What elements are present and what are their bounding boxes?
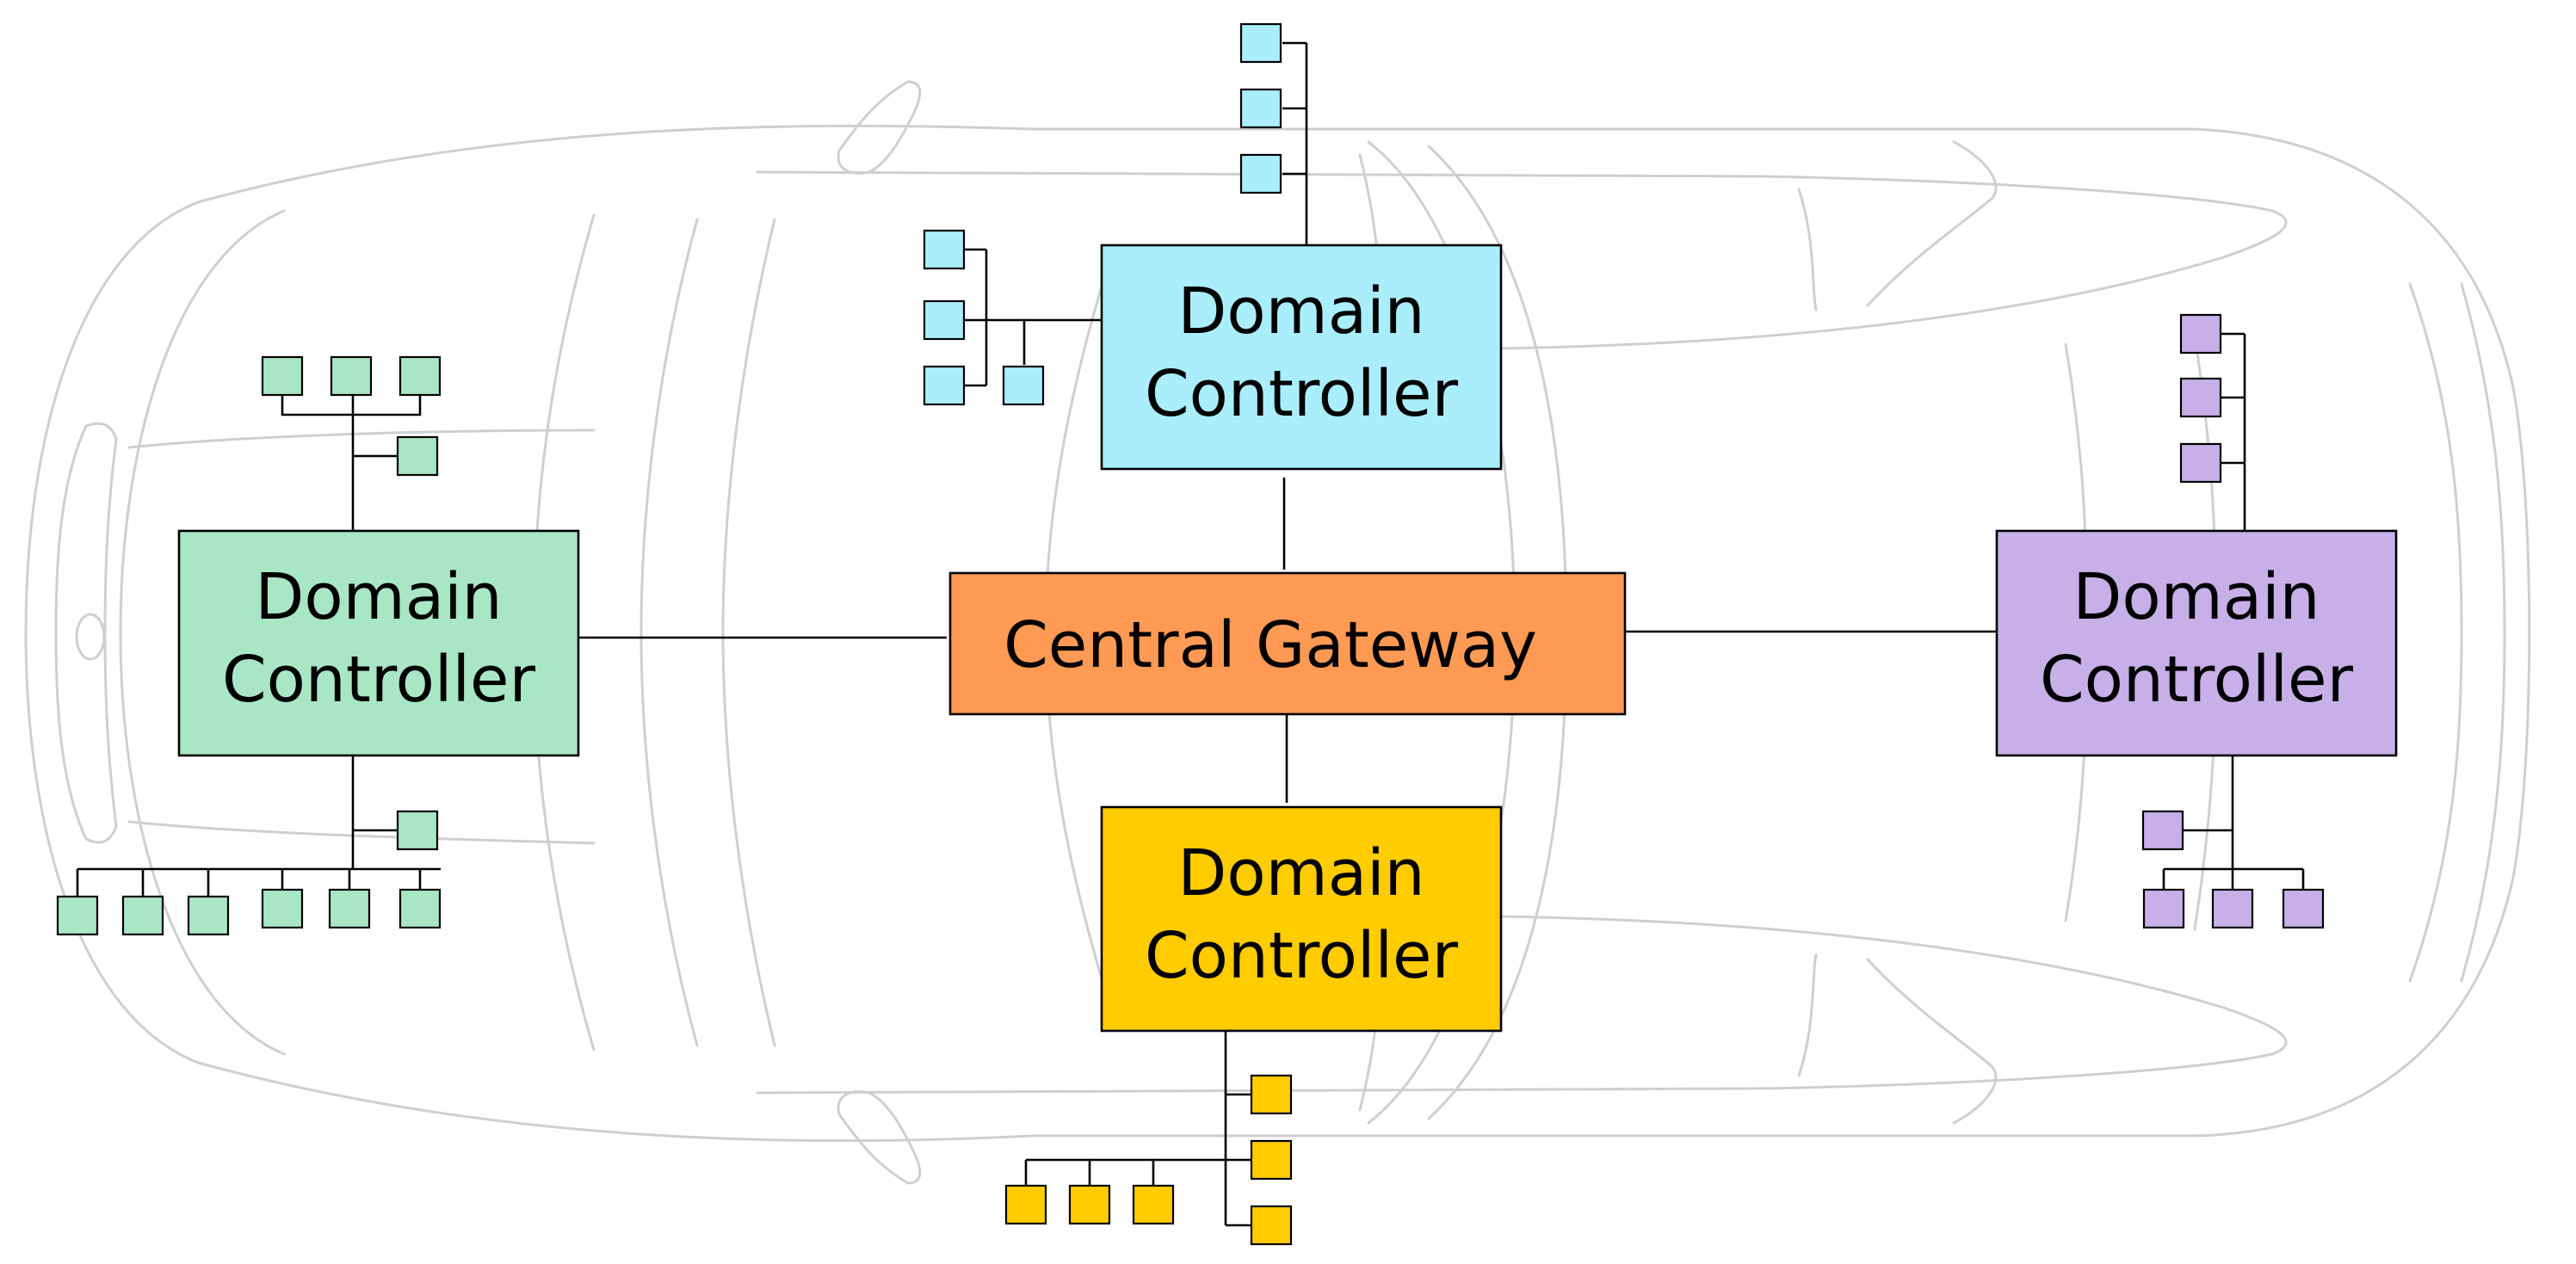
ecu-node	[923, 365, 966, 406]
ecu-node	[261, 355, 304, 397]
ecu-node	[1002, 365, 1045, 406]
ecu-group-bottom	[1004, 1074, 1293, 1246]
ecu-node	[330, 355, 373, 397]
ecu-node	[2141, 810, 2184, 851]
ecu-node	[396, 435, 439, 477]
ecu-node	[328, 888, 371, 929]
ecu-node	[1250, 1139, 1293, 1181]
ecu-node	[1004, 1184, 1047, 1225]
ecu-node	[2142, 888, 2185, 929]
central-gateway-label: Central Gateway	[1004, 608, 1537, 682]
domain-controller-rear-line1: Domain	[2073, 560, 2320, 634]
domain-controller-front-line1: Domain	[255, 560, 502, 634]
ecu-node	[923, 299, 966, 341]
ecu-node	[398, 355, 442, 397]
ecu-group-front	[56, 355, 442, 936]
ecu-node	[1239, 88, 1282, 129]
ecu-node	[1250, 1205, 1293, 1246]
ecu-node	[923, 229, 966, 270]
domain-controller-top-line1: Domain	[1177, 274, 1424, 348]
ecu-node	[56, 895, 99, 936]
ecu-node	[1068, 1184, 1111, 1225]
ecu-wiring	[76, 41, 2305, 1227]
domain-controller-bottom-box	[1100, 805, 1503, 1033]
domain-controller-bottom-line1: Domain	[1177, 836, 1424, 910]
ecu-node	[398, 888, 442, 929]
domain-controller-top-box	[1100, 244, 1503, 471]
ecu-group-top	[923, 22, 1282, 406]
domain-controller-rear-line2: Controller	[2040, 643, 2354, 717]
domain-controller-front-box	[177, 529, 580, 757]
ecu-node	[2179, 442, 2222, 484]
ecu-node	[187, 895, 230, 936]
central-gateway: Central Gateway	[948, 571, 1627, 716]
domain-controller-bottom: Domain Controller	[1100, 805, 1503, 1033]
ecu-node	[1132, 1184, 1175, 1225]
domain-controller-front-line2: Controller	[222, 643, 536, 717]
ecu-node	[1250, 1074, 1293, 1115]
domain-controller-top-line2: Controller	[1145, 357, 1459, 431]
backbone-links	[578, 478, 1997, 803]
ecu-node	[121, 895, 164, 936]
ecu-group-rear	[2141, 313, 2325, 929]
ecu-node	[2179, 313, 2222, 355]
ecu-node	[261, 888, 304, 929]
central-gateway-box	[948, 571, 1627, 716]
ecu-node	[1239, 22, 1282, 64]
ecu-node	[2282, 888, 2325, 929]
domain-controller-front: Domain Controller	[177, 529, 580, 757]
domain-controller-top: Domain Controller	[1100, 244, 1503, 471]
domain-controller-bottom-line2: Controller	[1145, 919, 1459, 993]
domain-controller-rear-box	[1995, 529, 2398, 757]
domain-controller-rear: Domain Controller	[1995, 529, 2398, 757]
ecu-node	[396, 810, 439, 851]
ecu-node	[2211, 888, 2254, 929]
ecu-node	[2179, 377, 2222, 418]
ecu-node	[1239, 153, 1282, 194]
